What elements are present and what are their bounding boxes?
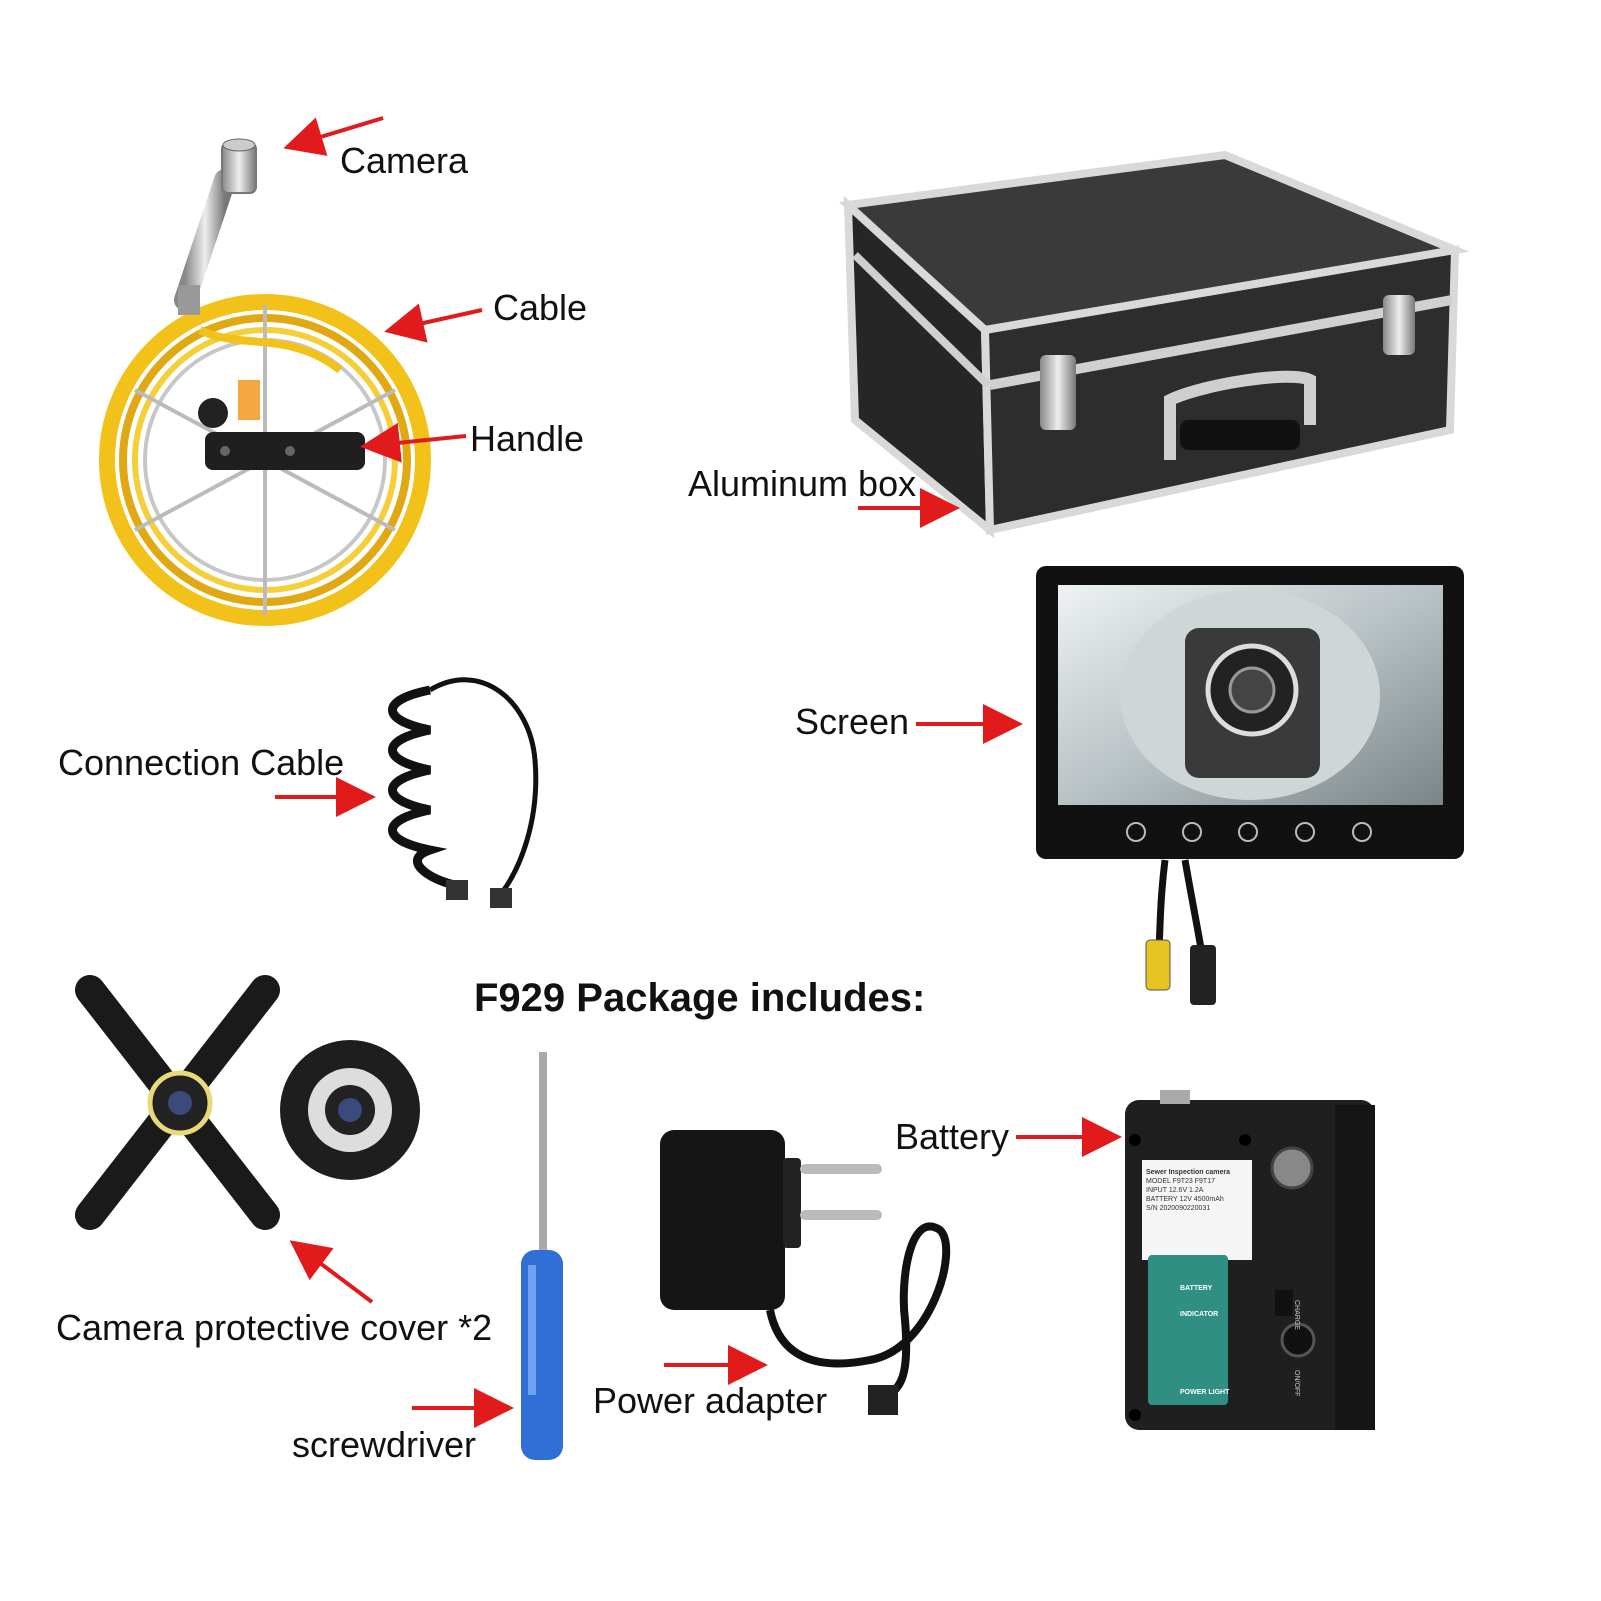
label-camera-cover: Camera protective cover *2 (56, 1307, 493, 1348)
battery-sticker-line: INPUT 12.6V 1.2A (1146, 1187, 1204, 1194)
monitor-image (1036, 566, 1464, 1005)
aluminum-box-image (838, 150, 1470, 539)
arrow-handle (360, 422, 467, 463)
label-handle: Handle (470, 418, 585, 459)
arrow-cable (384, 303, 483, 343)
battery-image (1125, 1090, 1375, 1430)
battery-on-off-label: ON/OFF (1293, 1370, 1300, 1397)
battery-sticker: Sewer Inspection camera MODEL F9T23 F9T1… (1146, 1168, 1250, 1213)
pointer-arrows (275, 116, 1122, 1428)
page-title: F929 Package includes: (474, 976, 926, 1020)
label-connection-cable: Connection Cable (58, 742, 345, 783)
label-camera: Camera (340, 140, 469, 181)
battery-power-light-label: POWER LIGHT (1180, 1389, 1230, 1396)
arrow-camera-cover (289, 1240, 374, 1304)
label-power-adapter: Power adapter (593, 1380, 828, 1421)
power-adapter-image (660, 1130, 951, 1415)
arrow-camera (283, 116, 384, 156)
battery-sticker-heading: Sewer Inspection camera (1146, 1169, 1231, 1176)
battery-indicator-label: BATTERY (1180, 1285, 1213, 1292)
camera-probe-image (174, 138, 257, 315)
label-aluminum-box: Aluminum box (688, 463, 917, 504)
screwdriver-image (521, 1052, 563, 1460)
camera-cover-image (75, 975, 420, 1230)
battery-sticker-line: S/N 2020090220031 (1146, 1205, 1211, 1212)
battery-indicator-panel: BATTERY INDICATOR POWER LIGHT (1180, 1276, 1229, 1406)
label-battery: Battery (895, 1116, 1010, 1157)
battery-charge-label: CHARGE (1293, 1300, 1300, 1330)
label-screen: Screen (795, 701, 910, 742)
battery-indicator-label: INDICATOR (1180, 1311, 1219, 1318)
cable-reel-image (99, 294, 431, 626)
battery-sticker-line: BATTERY 12V 4500mAh (1146, 1196, 1224, 1203)
battery-sticker-line: MODEL F9T23 F9T17 (1146, 1178, 1215, 1185)
label-screwdriver: screwdriver (292, 1424, 477, 1465)
label-cable: Cable (493, 287, 588, 328)
connection-cable-image (388, 677, 539, 908)
